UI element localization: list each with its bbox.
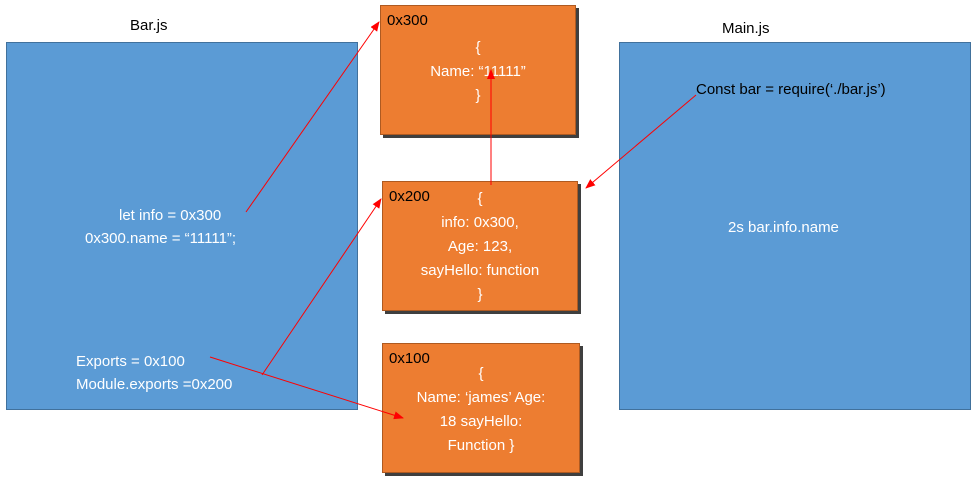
access-line: 2s bar.info.name (728, 219, 839, 236)
module-exports-line: Module.exports =0x200 (76, 376, 233, 393)
info-field: info: 0x300, (441, 214, 519, 231)
name-field: Name: “11111” (430, 63, 526, 80)
brace-close: } (475, 87, 481, 104)
brace-open: { (477, 190, 483, 207)
brace-close: } (477, 286, 483, 303)
memory-address: 0x300 (387, 12, 428, 29)
memory-box-0x100: 0x100 { Name: ‘james’ Age: 18 sayHello: … (382, 343, 580, 473)
arrow-module-exports-to-0x200 (261, 198, 382, 376)
memory-address: 0x200 (389, 188, 430, 205)
arrow-info-to-0x300 (245, 21, 380, 213)
name-age-field: Name: ‘james’ Age: (416, 389, 546, 406)
memory-box-0x200: 0x200 { info: 0x300, Age: 123, sayHello:… (382, 181, 578, 311)
brace-open: { (478, 365, 484, 382)
age-sayhello-field: 18 sayHello: (439, 413, 523, 430)
function-field: Function } (447, 437, 515, 454)
memory-address: 0x100 (389, 350, 430, 367)
sayhello-field: sayHello: function (420, 262, 540, 279)
exports-line: Exports = 0x100 (76, 353, 185, 370)
arrow-exports-to-0x100 (209, 356, 404, 420)
bar-js-panel: let info = 0x300 0x300.name = “11111”; E… (6, 42, 358, 410)
main-js-panel: Const bar = require(‘./bar.js’) 2s bar.i… (619, 42, 971, 410)
name-assign-line: 0x300.name = “11111”; (85, 230, 237, 247)
bar-js-title: Bar.js (130, 17, 168, 34)
main-js-title: Main.js (722, 20, 770, 37)
age-field: Age: 123, (447, 238, 513, 255)
memory-box-0x300: 0x300 { Name: “11111” } (380, 5, 576, 135)
brace-open: { (475, 39, 481, 56)
arrow-require-to-0x200 (585, 94, 697, 189)
let-info-line: let info = 0x300 (119, 207, 222, 224)
require-line: Const bar = require(‘./bar.js’) (696, 81, 886, 98)
